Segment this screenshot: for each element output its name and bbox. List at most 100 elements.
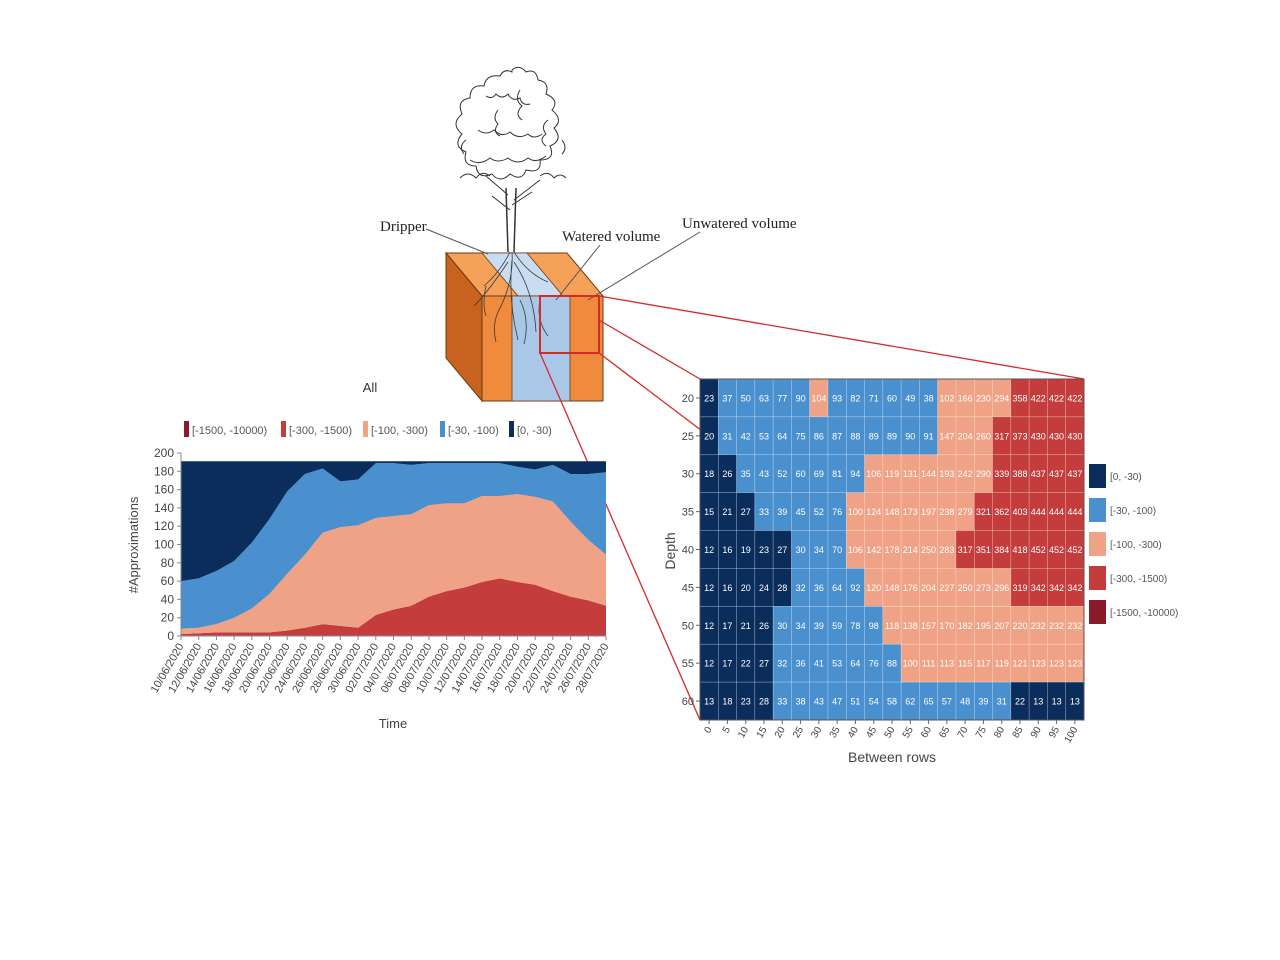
heatmap-x-tick-label: 25 [791, 725, 806, 741]
watered-pointer [555, 244, 601, 301]
heatmap-cell-label: 294 [994, 393, 1009, 403]
heatmap-cell-label: 296 [994, 583, 1009, 593]
heatmap-cell-label: 104 [811, 393, 826, 403]
heatmap-y-tick-label: 30 [682, 469, 694, 481]
heatmap-cell-label: 47 [832, 697, 842, 707]
heatmap-y-tick-label: 40 [682, 545, 694, 557]
heatmap-cell-label: 23 [759, 545, 769, 555]
heatmap-cell-label: 351 [976, 545, 991, 555]
area-x-axis: 10/06/202012/06/202014/06/202016/06/2020… [149, 635, 612, 695]
area-legend: [-1500, -10000)[-300, -1500)[-100, -300)… [184, 421, 552, 437]
heatmap-cell-label: 92 [850, 583, 860, 593]
area-y-tick-label: 80 [161, 556, 175, 570]
heatmap-cell-label: 182 [958, 621, 973, 631]
heatmap-cell-label: 121 [1012, 659, 1027, 669]
heatmap-cell-label: 65 [924, 697, 934, 707]
heatmap-cell-label: 54 [869, 697, 879, 707]
heatmap-cell-label: 384 [994, 545, 1009, 555]
heatmap-cell-label: 63 [759, 393, 769, 403]
heatmap-cell-label: 106 [866, 469, 881, 479]
heatmap-y-axis-title: Depth [662, 532, 678, 569]
heatmap-cell-label: 232 [1049, 621, 1064, 631]
heatmap-legend-label: [0, -30) [1110, 472, 1142, 483]
heatmap-cell-label: 23 [741, 697, 751, 707]
area-y-tick-label: 100 [154, 538, 174, 552]
area-legend-swatch [184, 421, 189, 437]
heatmap-cell-label: 100 [903, 659, 918, 669]
heatmap-cell-label: 17 [722, 659, 732, 669]
heatmap-cell-label: 437 [1067, 469, 1082, 479]
heatmap-cell-label: 195 [976, 621, 991, 631]
heatmap-cell-label: 100 [848, 507, 863, 517]
heatmap-cell-label: 123 [1049, 659, 1064, 669]
area-y-tick-label: 0 [167, 629, 174, 643]
area-y-tick-label: 120 [154, 519, 174, 533]
heatmap-x-tick-label: 65 [937, 725, 952, 741]
heatmap-cell-label: 388 [1012, 469, 1027, 479]
heatmap-cell-label: 437 [1031, 469, 1046, 479]
heatmap-cell-label: 21 [722, 507, 732, 517]
heatmap-cell-label: 111 [922, 659, 936, 669]
heatmap-cell-label: 113 [940, 659, 954, 669]
heatmap-y-tick-label: 45 [682, 582, 694, 594]
heatmap-cell-label: 35 [741, 469, 751, 479]
heatmap-cell-label: 148 [884, 507, 899, 517]
heatmap-cell-label: 16 [722, 545, 732, 555]
heatmap-x-tick-label: 10 [736, 725, 751, 741]
heatmap-cell-label: 17 [722, 621, 732, 631]
heatmap-legend-swatch [1089, 566, 1106, 590]
heatmap-cell-label: 60 [796, 469, 806, 479]
heatmap-x-tick-label: 55 [901, 725, 916, 741]
heatmap-cell-label: 20 [741, 583, 751, 593]
heatmap-cell-label: 157 [921, 621, 936, 631]
heatmap-cell-label: 30 [796, 545, 806, 555]
heatmap-cell-label: 220 [1012, 621, 1027, 631]
heatmap-cell-label: 117 [976, 659, 990, 669]
heatmap-cell-label: 49 [905, 393, 915, 403]
heatmap-cell-label: 89 [869, 431, 879, 441]
heatmap-cell-label: 214 [903, 545, 918, 555]
heatmap-cell-label: 232 [1067, 621, 1082, 631]
heatmap-cell-label: 317 [958, 545, 973, 555]
heatmap-cell-label: 27 [759, 659, 769, 669]
heatmap-cell-label: 430 [1031, 431, 1046, 441]
heatmap-cell-label: 39 [777, 507, 787, 517]
heatmap-cell-label: 242 [958, 469, 973, 479]
heatmap-cell-label: 227 [939, 583, 954, 593]
heatmap-x-tick-label: 35 [828, 725, 843, 741]
heatmap-cell-label: 21 [741, 621, 751, 631]
heatmap-legend-label: [-300, -1500) [1110, 574, 1167, 585]
heatmap-cell-label: 36 [814, 583, 824, 593]
heatmap-cell-label: 444 [1049, 507, 1064, 517]
area-legend-label: [-30, -100) [448, 425, 499, 437]
heatmap-cell-label: 88 [850, 431, 860, 441]
area-y-tick-label: 180 [154, 464, 174, 478]
area-y-tick-label: 40 [161, 592, 175, 606]
heatmap-cell-label: 339 [994, 469, 1009, 479]
heatmap-x-tick-label: 90 [1029, 725, 1044, 741]
heatmap-cell-label: 166 [958, 393, 973, 403]
heatmap-cell-label: 34 [796, 621, 806, 631]
heatmap-x-tick-label: 40 [846, 725, 861, 741]
heatmap-cell-label: 39 [978, 697, 988, 707]
tree-illustration [455, 66, 567, 253]
heatmap-cell-label: 52 [777, 469, 787, 479]
heatmap-cell-label: 13 [1052, 697, 1062, 707]
heatmap-cell-label: 62 [905, 697, 915, 707]
heatmap-cell-label: 48 [960, 697, 970, 707]
area-y-tick-label: 60 [161, 574, 175, 588]
heatmap-x-tick-label: 70 [956, 725, 971, 741]
heatmap-cell-label: 178 [884, 545, 899, 555]
heatmap-cell-label: 273 [976, 583, 991, 593]
heatmap-x-tick-label: 60 [919, 725, 934, 741]
heatmap-x-tick-label: 15 [755, 725, 770, 741]
heatmap-y-tick-label: 50 [682, 620, 694, 632]
heatmap-cell-label: 142 [866, 545, 881, 555]
heatmap-cell-label: 24 [759, 583, 769, 593]
heatmap-cell-label: 28 [759, 697, 769, 707]
heatmap-x-axis-title: Between rows [848, 749, 936, 765]
heatmap-x-tick-label: 0 [702, 725, 715, 736]
